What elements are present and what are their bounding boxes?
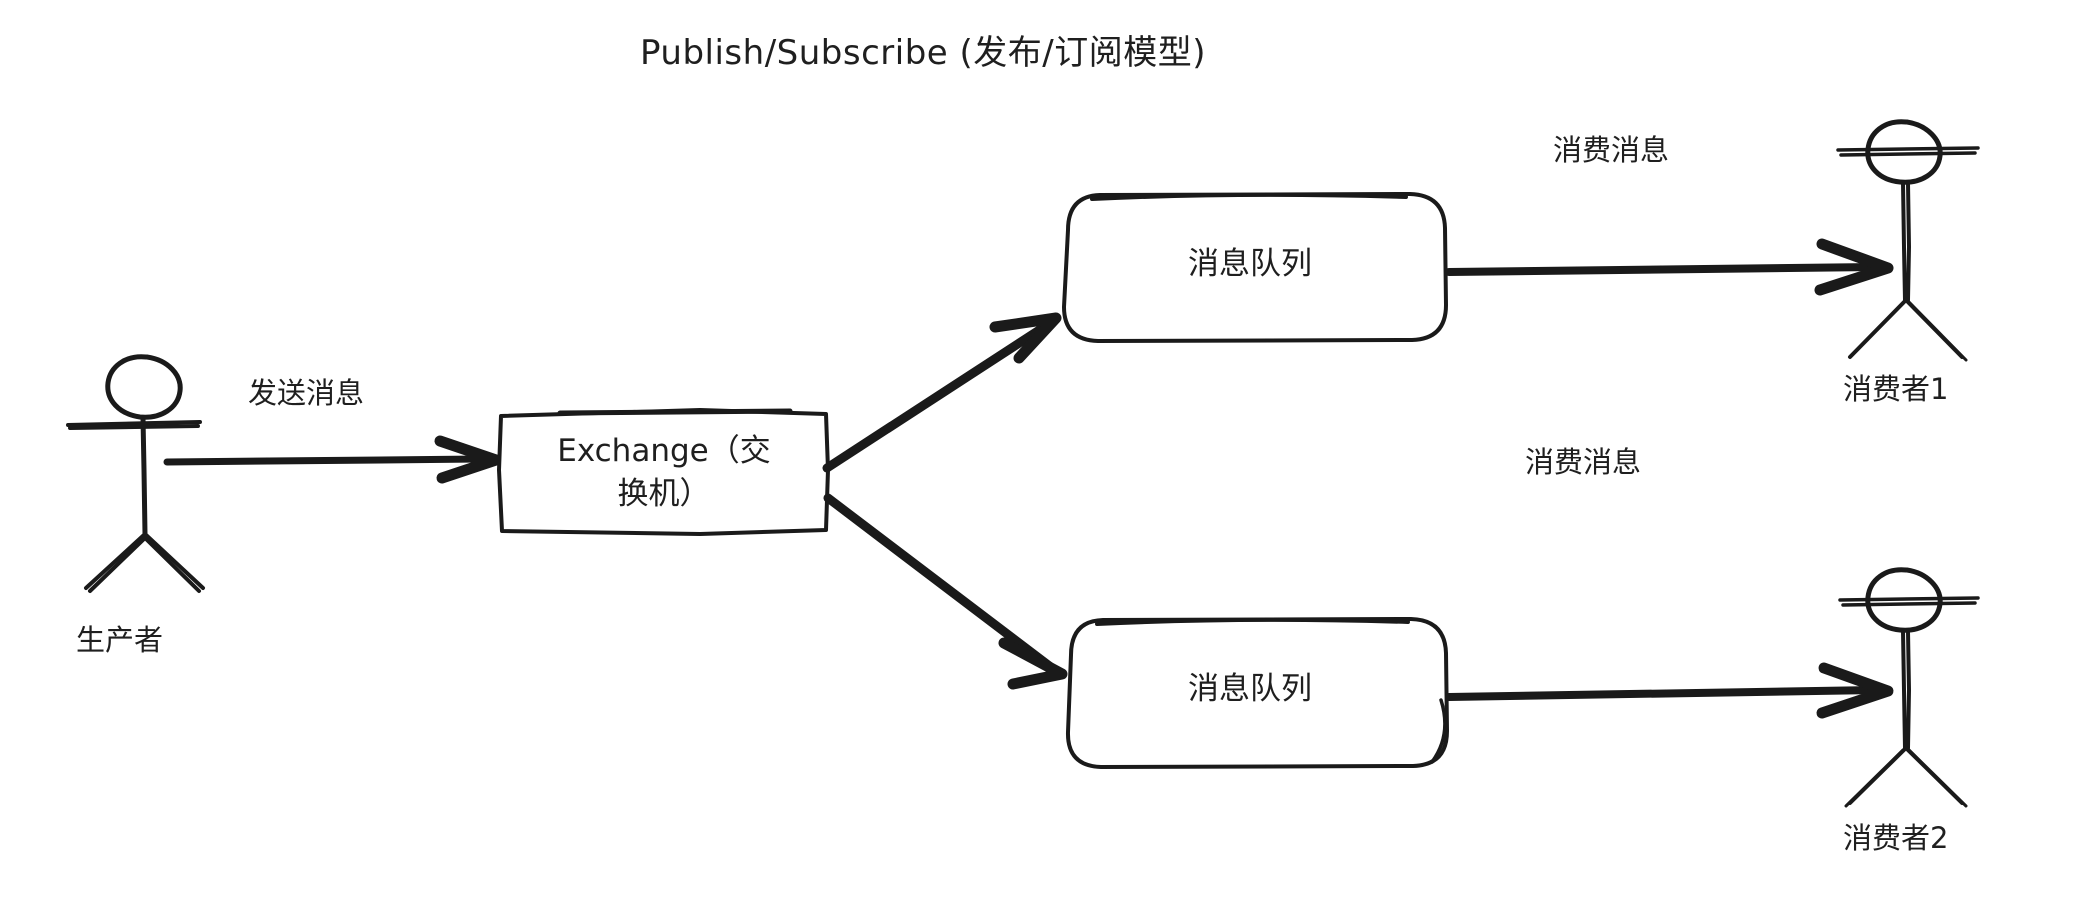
producer-figure[interactable] — [66, 354, 205, 593]
consumer1-right-leg-2 — [1907, 300, 1968, 362]
exchange-node[interactable] — [497, 408, 830, 536]
edge-exchange-queue2 — [823, 493, 1068, 690]
edge-send-message — [163, 435, 502, 484]
consumer1-body-line-2 — [1906, 181, 1911, 302]
edge-exchange-queue2-line — [823, 493, 1057, 673]
queue1-node[interactable] — [1062, 192, 1448, 343]
producer-right-leg — [143, 532, 205, 590]
edge-consume1-arrowhead-icon — [1814, 238, 1894, 296]
queue2-node[interactable] — [1065, 617, 1449, 769]
consumer1-figure[interactable] — [1836, 119, 1980, 362]
consumer2-left-leg-2 — [1844, 748, 1905, 808]
consumer2-label: 消费者2 — [1843, 821, 1949, 855]
edge-send-arrowhead-icon — [434, 435, 502, 484]
edge-exchange-queue1-arrowhead-icon — [989, 312, 1062, 364]
exchange-box-outline-2 — [557, 408, 793, 416]
consumer2-figure[interactable] — [1838, 567, 1980, 808]
edge-send-line — [163, 455, 484, 466]
queue1-box-outline-2 — [1090, 192, 1408, 201]
edge-consume2-arrowhead-icon — [1816, 662, 1894, 719]
edge-consume1-line — [1445, 263, 1880, 276]
producer-right-leg-2 — [141, 534, 201, 593]
consumer1-left-leg — [1848, 298, 1908, 359]
consumer2-body-line — [1901, 629, 1907, 750]
edge-exchange-queue2-arrowhead-icon — [998, 637, 1068, 690]
edge-consume-message-1 — [1445, 238, 1894, 296]
consumer1-label: 消费者1 — [1843, 372, 1949, 406]
consumer2-head-icon — [1865, 567, 1943, 633]
queue2-node-label: 消息队列 — [1188, 671, 1312, 707]
producer-label: 生产者 — [76, 623, 164, 657]
edge-exchange-queue1-line — [822, 320, 1052, 473]
consumer1-head-icon — [1865, 119, 1943, 185]
page-title: Publish/Subscribe (发布/订阅模型) — [640, 33, 1206, 73]
consumer2-arms-line — [1838, 596, 1980, 602]
consumer1-arms-line-2 — [1839, 151, 1977, 157]
edge-send-message-label: 发送消息 — [248, 376, 365, 410]
edge-exchange-queue1 — [822, 312, 1062, 473]
queue1-box-outline — [1062, 192, 1448, 343]
producer-body-line — [140, 415, 148, 537]
producer-arms-line-2 — [68, 424, 200, 430]
consumer2-arms-line-2 — [1841, 601, 1977, 607]
edge-consume-message-2 — [1445, 662, 1894, 719]
consumer2-body-line-2 — [1906, 629, 1911, 750]
exchange-node-label: Exchange（交换机） — [504, 430, 824, 516]
queue2-box-outline — [1065, 617, 1449, 769]
producer-arms-line — [66, 420, 202, 427]
queue2-box-outline-2 — [1095, 617, 1410, 626]
producer-left-leg-2 — [88, 534, 149, 593]
producer-left-leg — [84, 532, 147, 590]
queue1-node-label: 消息队列 — [1188, 246, 1312, 282]
edge-consume-message-2-label: 消费消息 — [1525, 445, 1642, 479]
consumer1-body-line — [1901, 181, 1907, 302]
consumer2-right-leg-2 — [1907, 748, 1968, 808]
exchange-label-line2: 换机） — [617, 475, 711, 512]
edge-consume2-line — [1445, 686, 1880, 701]
producer-head-icon — [105, 354, 183, 420]
queue2-box-outline-3 — [1430, 698, 1447, 764]
consumer1-arms-line — [1836, 146, 1980, 152]
edge-consume-message-1-label: 消费消息 — [1553, 133, 1670, 167]
exchange-label-line1: Exchange（交 — [557, 433, 771, 469]
